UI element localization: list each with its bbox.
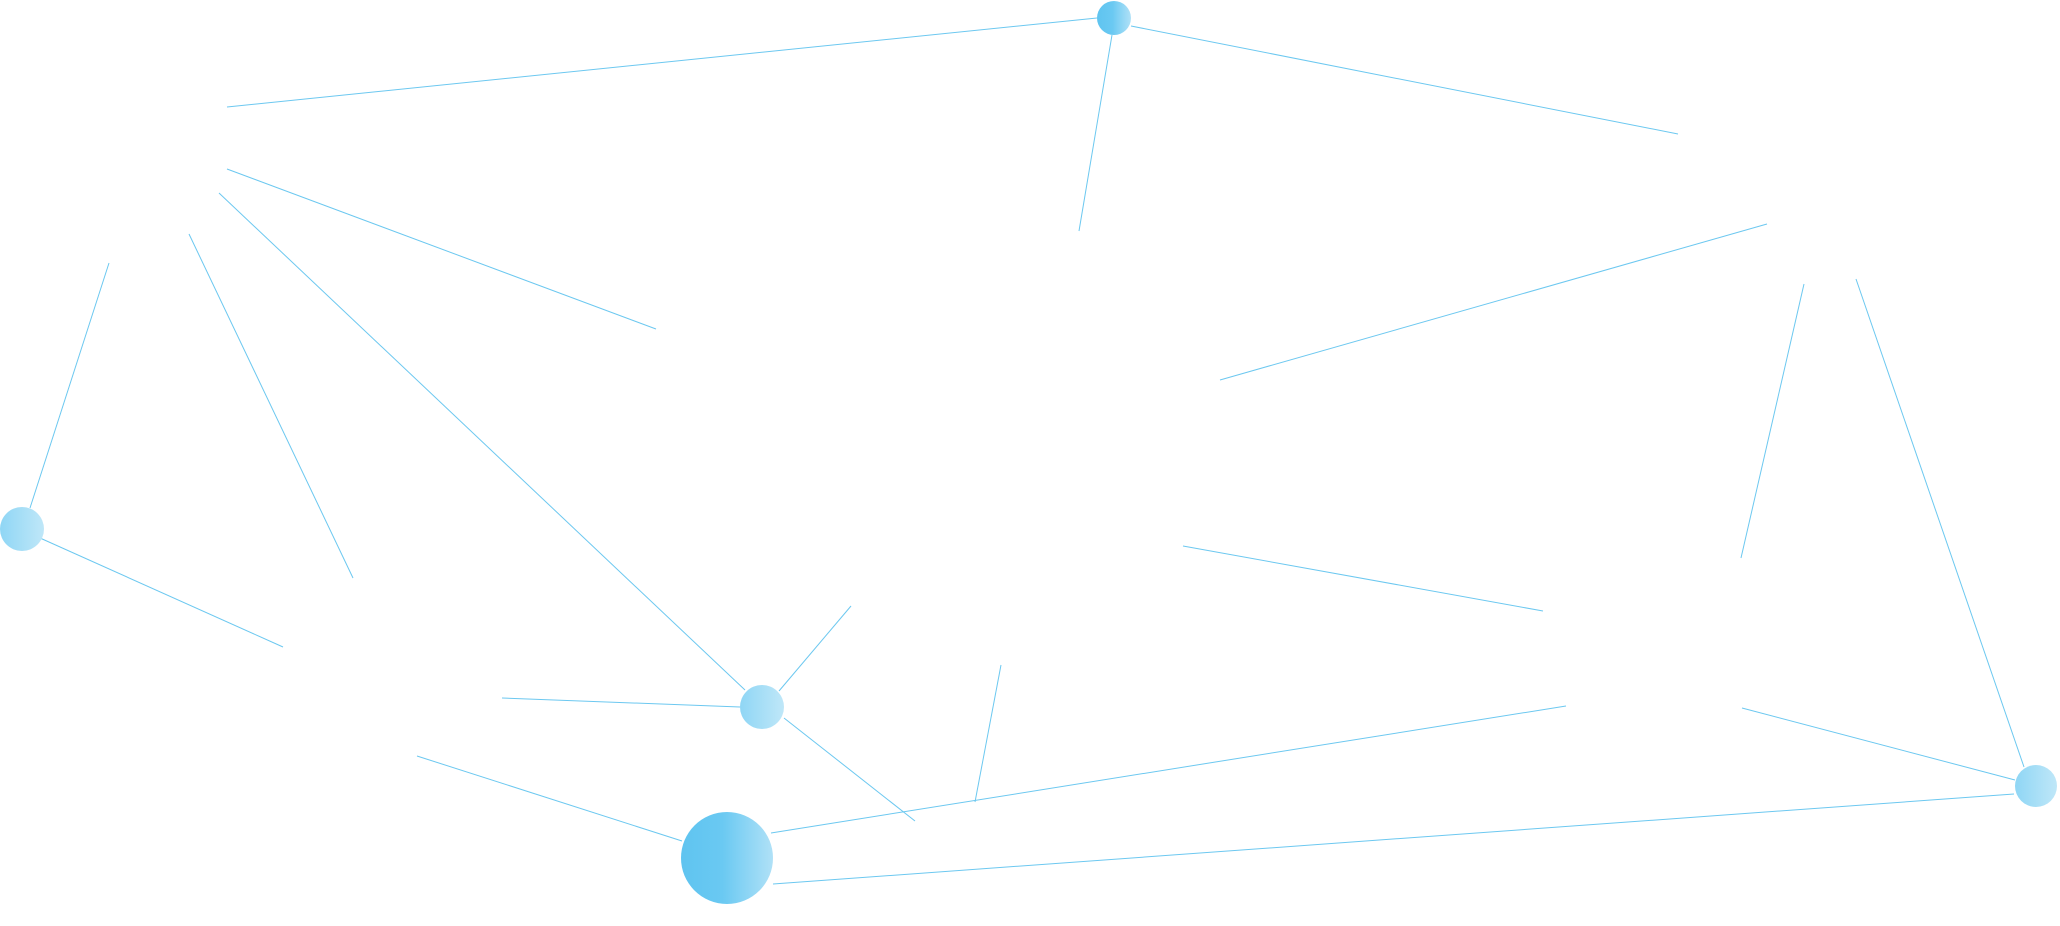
edge: [1855, 278, 2025, 768]
edge: [218, 192, 746, 691]
edge: [974, 664, 1002, 803]
edge: [29, 262, 110, 509]
edge: [226, 17, 1098, 108]
network-node-icon: [681, 812, 773, 904]
edge: [1078, 34, 1113, 232]
edge: [1182, 545, 1544, 612]
network-node-icon: [740, 685, 784, 729]
edge: [772, 793, 2015, 885]
edge: [416, 755, 683, 842]
edges: [29, 17, 2025, 885]
edge: [188, 233, 354, 579]
edge: [1741, 707, 2016, 781]
edge: [1740, 283, 1805, 559]
edge: [1219, 223, 1768, 381]
edge: [778, 605, 852, 692]
edge: [783, 717, 916, 822]
edge: [501, 697, 741, 708]
edge: [770, 705, 1567, 834]
edge: [39, 537, 284, 648]
network-node-icon: [1097, 1, 1131, 35]
nodes: [0, 1, 2057, 904]
network-node-icon: [0, 507, 44, 551]
edge: [226, 168, 657, 330]
network-node-icon: [2015, 765, 2057, 807]
edge: [1130, 25, 1679, 135]
